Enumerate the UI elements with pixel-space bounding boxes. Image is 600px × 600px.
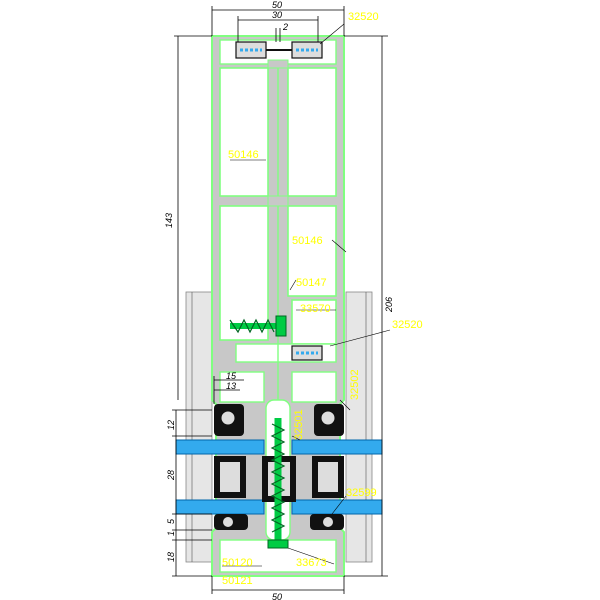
label-50120: 50120 <box>222 557 253 569</box>
dimension-text: 50 30 2 50 143 206 15 13 12 28 5 1 18 <box>164 0 394 600</box>
dim-28: 28 <box>166 470 176 481</box>
chamber-left-mid <box>219 205 269 341</box>
leader-lines <box>222 23 391 567</box>
top-gaskets <box>235 41 323 59</box>
dim-13: 13 <box>226 381 236 391</box>
glass-units <box>175 439 383 515</box>
chamber-right-mid <box>287 205 337 297</box>
chamber-left-top <box>219 67 269 197</box>
label-32599: 32599 <box>346 487 377 499</box>
dim-top-gap: 2 <box>282 22 288 32</box>
label-33673: 33673 <box>296 557 327 569</box>
chamber-right-top <box>287 67 337 197</box>
dim-top-width: 50 <box>272 0 282 10</box>
dim-top-inner: 30 <box>272 10 282 20</box>
glass-right-upper <box>291 439 383 455</box>
lower-right-channel <box>291 371 337 403</box>
label-32502: 32502 <box>349 369 361 400</box>
screws <box>229 315 289 549</box>
dimension-lines <box>172 6 388 594</box>
label-50146-b: 50146 <box>292 235 323 247</box>
glass-left-upper <box>175 439 265 455</box>
wall-panels <box>185 291 373 563</box>
left-wall-panel <box>185 291 213 563</box>
dim-1: 1 <box>166 531 176 536</box>
dim-left-total: 143 <box>164 213 174 228</box>
label-50147: 50147 <box>296 277 327 289</box>
bottom-chamber <box>219 539 337 573</box>
dim-bottom-width: 50 <box>272 592 282 600</box>
label-32520-mid: 32520 <box>392 319 423 331</box>
label-32501: 32501 <box>293 409 305 440</box>
dim-right-total: 206 <box>384 297 394 313</box>
glass-left-lower <box>175 499 265 515</box>
label-50146-a: 50146 <box>228 149 259 161</box>
dim-18: 18 <box>166 552 176 562</box>
label-33570: 33570 <box>300 303 331 315</box>
dim-15: 15 <box>226 371 237 381</box>
mid-gaskets <box>291 345 323 361</box>
part-labels: 32520 50146 50146 50147 33570 32520 3250… <box>222 11 423 587</box>
right-wall-panel <box>345 291 373 563</box>
dim-5: 5 <box>166 518 176 524</box>
dim-12: 12 <box>166 420 176 430</box>
label-50121: 50121 <box>222 575 253 587</box>
glass-right-lower <box>291 499 383 515</box>
lower-left-channel <box>219 371 265 403</box>
label-32520-top: 32520 <box>348 11 379 23</box>
